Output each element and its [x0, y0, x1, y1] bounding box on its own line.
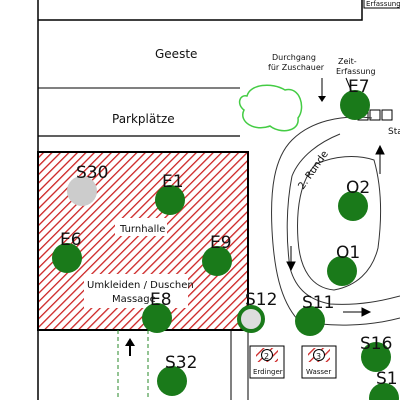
marker-e8[interactable]: E8: [142, 290, 172, 333]
runde-label: 2. Runde: [296, 149, 330, 192]
massage-label: Massage: [112, 294, 156, 305]
marker-o2[interactable]: O2: [338, 178, 370, 221]
marker-code-label: E7: [348, 77, 370, 97]
marker-dot[interactable]: [155, 185, 185, 215]
marker-code-label: S30: [76, 163, 108, 183]
zeit-label-1: Zeit-: [338, 57, 357, 66]
drink-station-wasser[interactable]: 3 Wasser: [301, 345, 337, 379]
marker-code-label: S12: [245, 290, 277, 310]
erdinger-label: Erdinger: [253, 368, 283, 376]
marker-s1[interactable]: S1: [369, 369, 399, 400]
marker-s30[interactable]: S30: [67, 163, 108, 206]
bush-area: [238, 84, 303, 132]
marker-s12[interactable]: S12: [237, 290, 277, 333]
marker-code-label: S16: [360, 334, 392, 354]
marker-e7[interactable]: E7: [340, 77, 370, 120]
marker-dot[interactable]: [202, 246, 232, 276]
marker-dot[interactable]: [52, 243, 82, 273]
marker-dot[interactable]: [142, 303, 172, 333]
durchgang-label-2: für Zuschauer: [268, 63, 325, 72]
marker-o1[interactable]: O1: [327, 243, 360, 286]
marker-dot[interactable]: [338, 191, 368, 221]
start-label: Sta: [388, 127, 400, 137]
marker-dot[interactable]: [361, 342, 391, 372]
geeste-label: Geeste: [155, 47, 197, 61]
marker-dot[interactable]: [295, 306, 325, 336]
marker-code-label: O1: [336, 243, 360, 263]
turnhalle-label: Turnhalle: [119, 224, 165, 235]
umkleiden-label: Umkleiden / Duschen: [87, 280, 194, 291]
marker-code-label: O2: [346, 178, 370, 198]
marker-e9[interactable]: E9: [202, 233, 232, 276]
zeiterfassung-box-top: Erfassung: [363, 0, 400, 9]
marker-dot[interactable]: [369, 383, 399, 400]
zeit-label-2: Erfassung: [336, 67, 376, 76]
marker-code-label: E9: [210, 233, 232, 253]
marker-dot[interactable]: [67, 176, 97, 206]
parking-zone: Geeste Parkplätze: [38, 47, 240, 137]
marker-code-label: S1: [376, 369, 398, 389]
durchgang-annotation: Durchgang für Zuschauer: [268, 53, 326, 102]
marker-dot[interactable]: [157, 366, 187, 396]
parkplaetze-label: Parkplätze: [112, 112, 175, 126]
marker-code-label: E8: [150, 290, 172, 310]
marker-dot[interactable]: [340, 90, 370, 120]
marker-code-label: E6: [60, 230, 82, 250]
erfassung-top-label: Erfassung: [366, 0, 400, 8]
durchgang-label-1: Durchgang: [272, 53, 316, 62]
wasser-number: 3: [316, 352, 321, 361]
route-arrows: [286, 144, 385, 317]
marker-s11[interactable]: S11: [295, 293, 334, 336]
turnhalle-label-bg: [115, 218, 167, 236]
marker-e6[interactable]: E6: [52, 230, 82, 273]
marker-dot[interactable]: [237, 305, 265, 333]
marker-dot[interactable]: [327, 256, 357, 286]
erdinger-number: 2: [264, 352, 269, 361]
marker-s16[interactable]: S16: [360, 334, 392, 372]
wasser-label: Wasser: [306, 368, 331, 376]
marker-code-label: S32: [165, 353, 197, 373]
bottom-lanes: [117, 330, 249, 400]
umkleiden-label-bg: [84, 274, 188, 308]
marker-code-label: S11: [302, 293, 334, 313]
marker-e1[interactable]: E1: [155, 172, 185, 215]
drink-station-erdinger[interactable]: 2 Erdinger: [249, 345, 285, 379]
marker-code-label: E1: [162, 172, 184, 192]
marker-s32[interactable]: S32: [157, 353, 197, 396]
